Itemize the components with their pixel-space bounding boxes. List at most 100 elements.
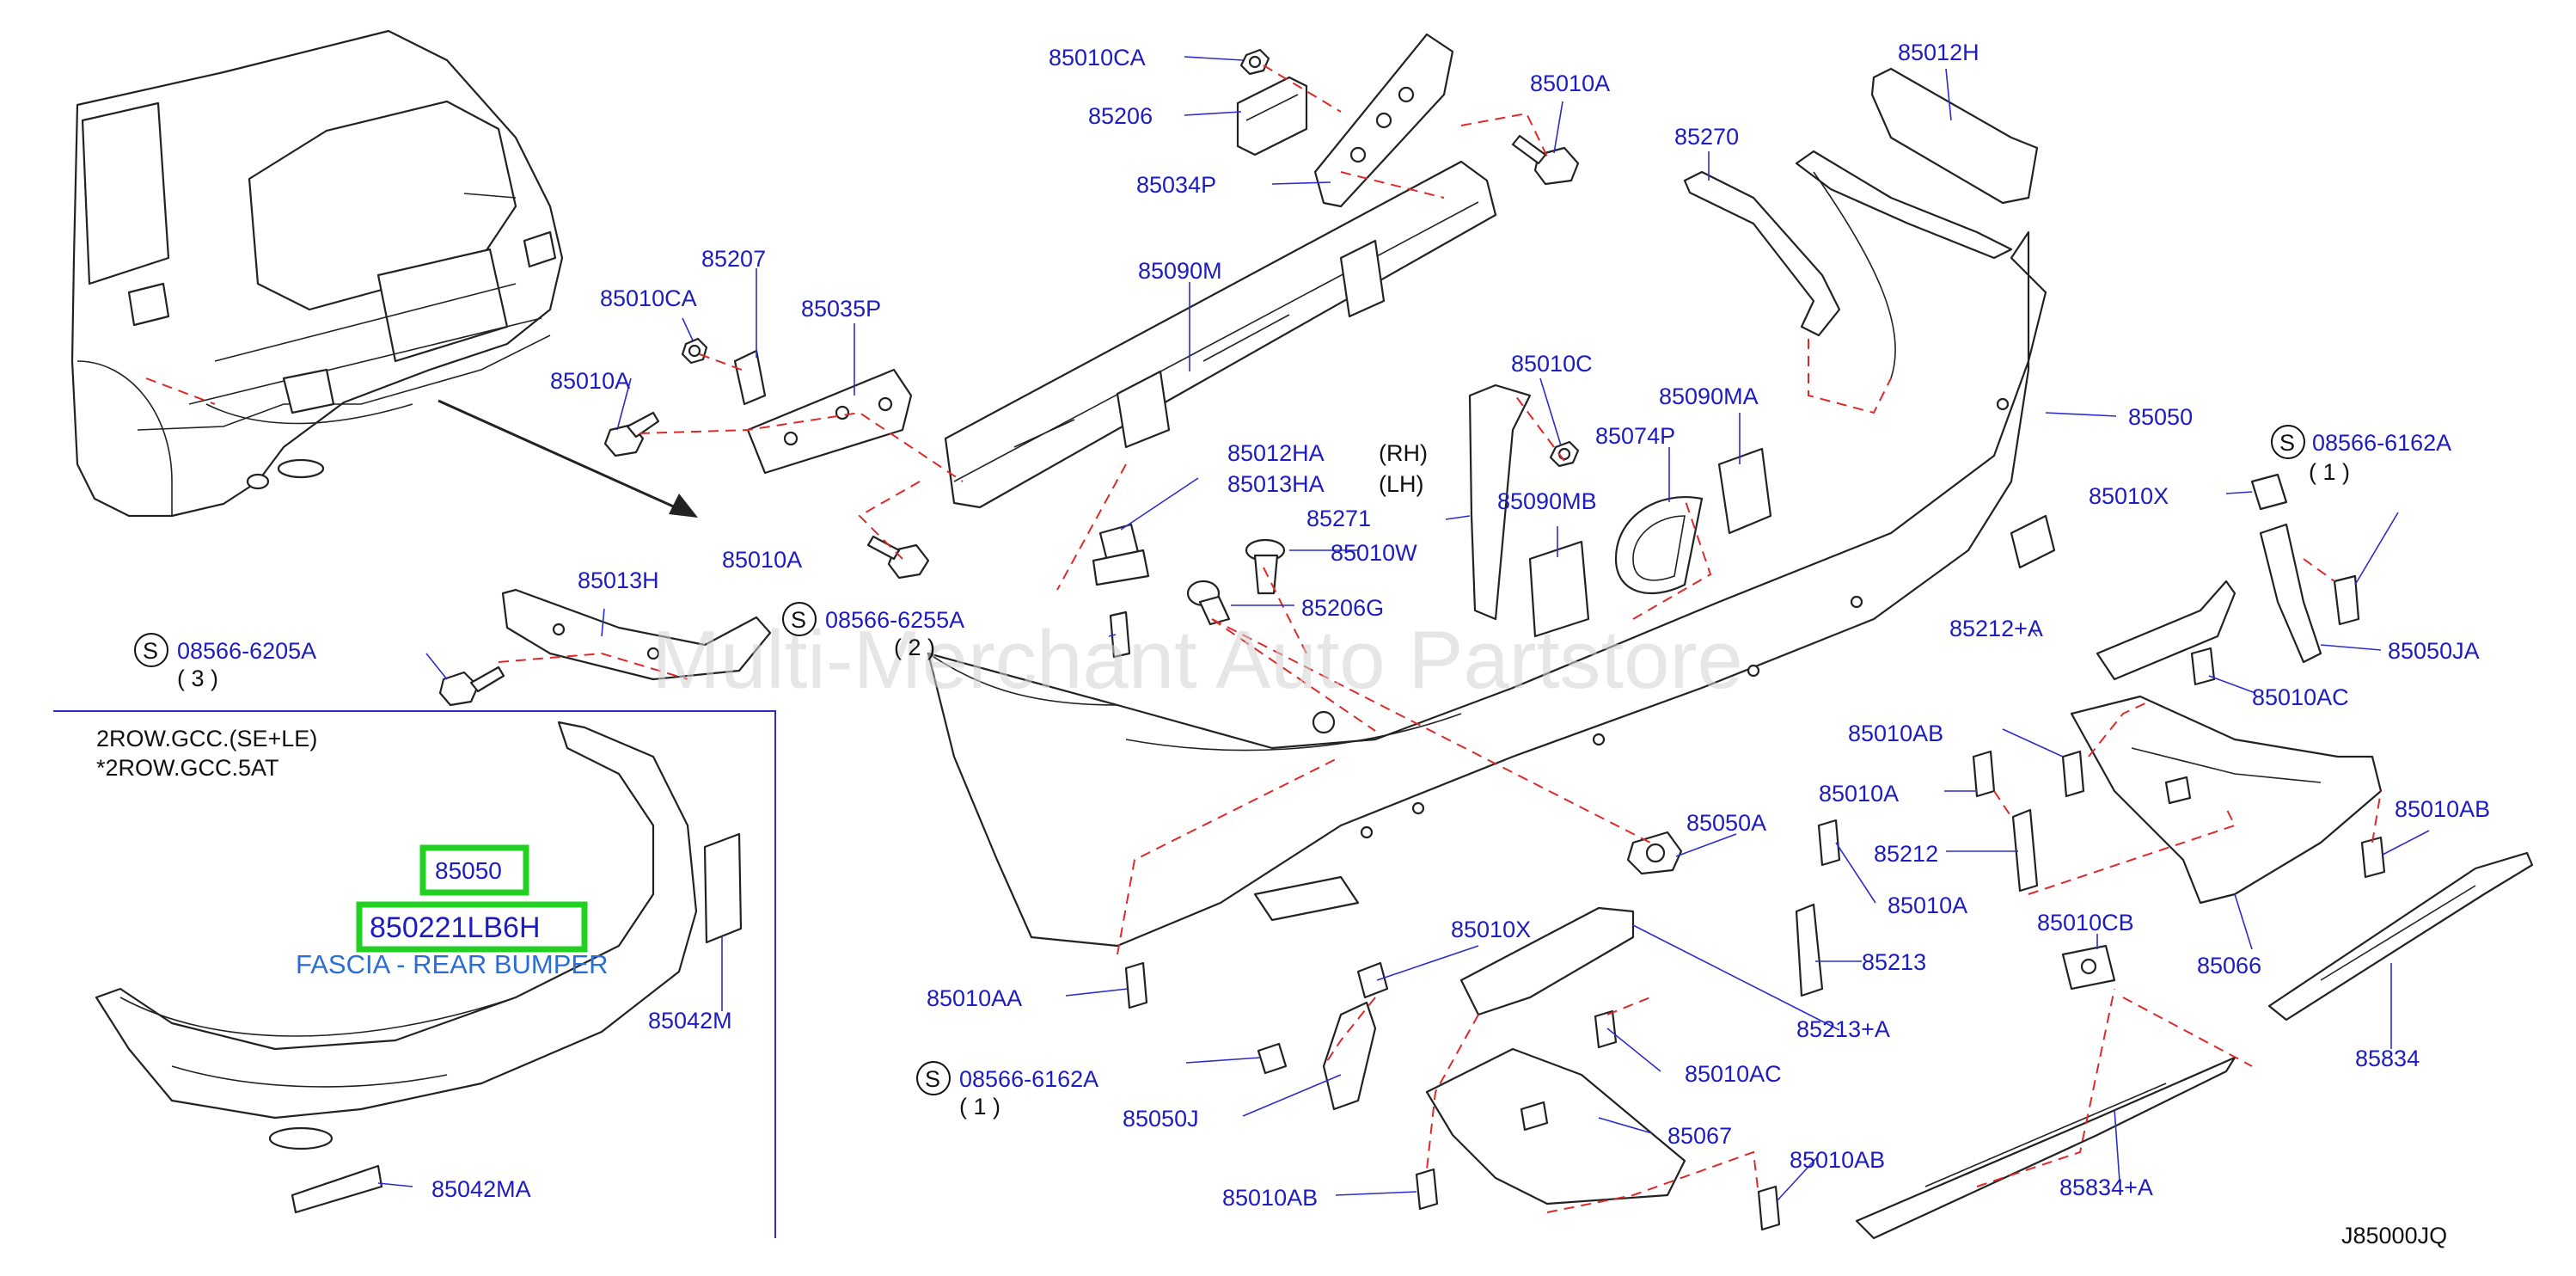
label-85010CA-left[interactable]: 85010CA <box>600 285 697 311</box>
label-85010AA[interactable]: 85010AA <box>927 985 1022 1011</box>
stay-85270 <box>1683 170 1841 337</box>
variant-note-1: 2ROW.GCC.(SE+LE) <box>96 726 317 751</box>
label-85213A[interactable]: 85213+A <box>1796 1016 1890 1042</box>
label-08566-6255A[interactable]: 08566-6255A <box>825 607 964 633</box>
pointer-arrow <box>437 399 698 518</box>
label-85090M[interactable]: 85090M <box>1138 258 1222 284</box>
label-85206[interactable]: 85206 <box>1088 103 1153 129</box>
label-85050JA[interactable]: 85050JA <box>2388 638 2480 664</box>
label-08566-6162A-right[interactable]: 08566-6162A <box>2312 430 2451 456</box>
retainer-85206 <box>1236 76 1308 156</box>
dashed-reference-lines <box>498 64 2382 1213</box>
highlight-box-oem-no <box>356 901 588 953</box>
label-85013HA[interactable]: 85013HA <box>1227 471 1325 497</box>
leader-lines <box>377 56 2430 1201</box>
label-rh: (RH) <box>1379 440 1428 466</box>
label-85042MA[interactable]: 85042MA <box>431 1176 531 1202</box>
label-85010AB-mid[interactable]: 85010AB <box>1848 721 1943 746</box>
label-85010CB[interactable]: 85010CB <box>2037 910 2134 936</box>
label-85010AB-bl[interactable]: 85010AB <box>1222 1185 1318 1211</box>
bracket-85212A <box>2096 580 2236 681</box>
label-85010A-top[interactable]: 85010A <box>1530 71 1610 96</box>
label-85010X[interactable]: 85010X <box>1451 917 1531 942</box>
retainer-85207 <box>733 349 767 406</box>
label-85010AC[interactable]: 85010AC <box>1685 1061 1782 1087</box>
part-labels: 85010CA 85206 85034P 85010A 85012H 85270… <box>134 40 2490 1211</box>
label-85010A-left[interactable]: 85010A <box>550 368 630 394</box>
label-85042M[interactable]: 85042M <box>648 1008 732 1034</box>
label-85074P[interactable]: 85074P <box>1595 423 1675 449</box>
bolt-85010A-right <box>1972 750 1996 798</box>
label-85213[interactable]: 85213 <box>1862 949 1926 975</box>
highlight-oem-no[interactable]: 850221LB6H <box>370 911 541 944</box>
label-85010C[interactable]: 85010C <box>1511 351 1593 377</box>
label-85010X-right[interactable]: 85010X <box>2089 483 2169 509</box>
symbol-s-left: S <box>134 633 168 667</box>
bolt-85010A-mid <box>866 535 930 580</box>
screw-08566-6162A-right <box>2333 574 2360 626</box>
label-08566-6162A[interactable]: 08566-6162A <box>959 1066 1098 1092</box>
label-85012HA[interactable]: 85012HA <box>1227 440 1325 466</box>
highlight-part-no[interactable]: 85050 <box>435 857 502 884</box>
label-85010W[interactable]: 85010W <box>1331 540 1417 566</box>
screw-08566-6255A <box>1109 610 1131 659</box>
variant-note-2: *2ROW.GCC.5AT <box>96 755 279 781</box>
label-85010AB-b[interactable]: 85010AB <box>1790 1147 1885 1173</box>
label-85010CA-top[interactable]: 85010CA <box>1049 45 1146 71</box>
label-85010A-right2[interactable]: 85010A <box>1888 893 1967 918</box>
label-85212[interactable]: 85212 <box>1874 841 1938 867</box>
qty-08566-6162A: ( 1 ) <box>959 1094 1000 1120</box>
label-85207[interactable]: 85207 <box>701 246 766 272</box>
label-85050J[interactable]: 85050J <box>1123 1106 1199 1132</box>
label-85010AC-right[interactable]: 85010AC <box>2252 684 2349 710</box>
strip-85834A <box>1855 1056 2236 1240</box>
label-85013H[interactable]: 85013H <box>578 567 659 593</box>
label-85067[interactable]: 85067 <box>1667 1123 1732 1149</box>
label-85035P[interactable]: 85035P <box>801 296 881 322</box>
label-85206G[interactable]: 85206G <box>1301 595 1384 621</box>
qty-08566-6205A: ( 3 ) <box>177 666 218 691</box>
reflector-85090MA <box>1717 447 1772 535</box>
screw-08566-6205A <box>438 666 505 707</box>
label-85010A-mid[interactable]: 85010A <box>722 547 802 573</box>
label-85050[interactable]: 85050 <box>2128 404 2193 430</box>
bolt-85010AB-mid <box>2061 750 2085 798</box>
clip-85010CB <box>2061 944 2116 991</box>
strip-85834 <box>2267 851 2534 1021</box>
bolt-85010AC <box>1594 1009 1618 1049</box>
label-85066[interactable]: 85066 <box>2197 953 2261 978</box>
label-85090MB[interactable]: 85090MB <box>1497 488 1597 514</box>
label-85012H[interactable]: 85012H <box>1898 40 1979 65</box>
bracket-85050J <box>1322 1001 1377 1111</box>
label-08566-6205A[interactable]: 08566-6205A <box>177 638 316 664</box>
label-85212A[interactable]: 85212+A <box>1949 616 2043 641</box>
label-85834[interactable]: 85834 <box>2355 1046 2420 1071</box>
bolt-85010AB-b <box>1757 1185 1781 1231</box>
label-85010AB-right[interactable]: 85010AB <box>2395 796 2490 822</box>
label-85034P[interactable]: 85034P <box>1136 172 1216 198</box>
highlight-description: FASCIA - REAR BUMPER <box>296 949 608 979</box>
clip-85010X <box>1356 961 1389 999</box>
clip-85012HA <box>1092 523 1150 586</box>
svg-text:S: S <box>925 1066 940 1092</box>
svg-text:S: S <box>791 607 806 633</box>
label-85271[interactable]: 85271 <box>1306 506 1371 531</box>
highlight-box-part-no <box>419 844 529 896</box>
label-85090MA[interactable]: 85090MA <box>1659 383 1759 409</box>
screw-85050A <box>1626 831 1683 875</box>
bolt-85010A-right2 <box>1817 819 1841 867</box>
label-85834A[interactable]: 85834+A <box>2059 1175 2153 1200</box>
highlighted-part[interactable]: 85050 850221LB6H FASCIA - REAR BUMPER <box>296 844 608 979</box>
bracket-85012H <box>1870 67 2039 205</box>
bolt-85010AB-bl <box>1415 1168 1439 1211</box>
bracket-85035P <box>746 368 913 475</box>
deflector-85067 <box>1425 1047 1686 1205</box>
svg-text:S: S <box>2279 430 2295 456</box>
diagram-code: J85000JQ <box>2341 1223 2447 1248</box>
symbol-s-mid: S <box>782 602 817 636</box>
label-85050A[interactable]: 85050A <box>1686 810 1766 836</box>
label-85270[interactable]: 85270 <box>1674 124 1739 150</box>
label-85010A-right[interactable]: 85010A <box>1819 781 1899 807</box>
clip-85010W <box>1245 538 1286 595</box>
